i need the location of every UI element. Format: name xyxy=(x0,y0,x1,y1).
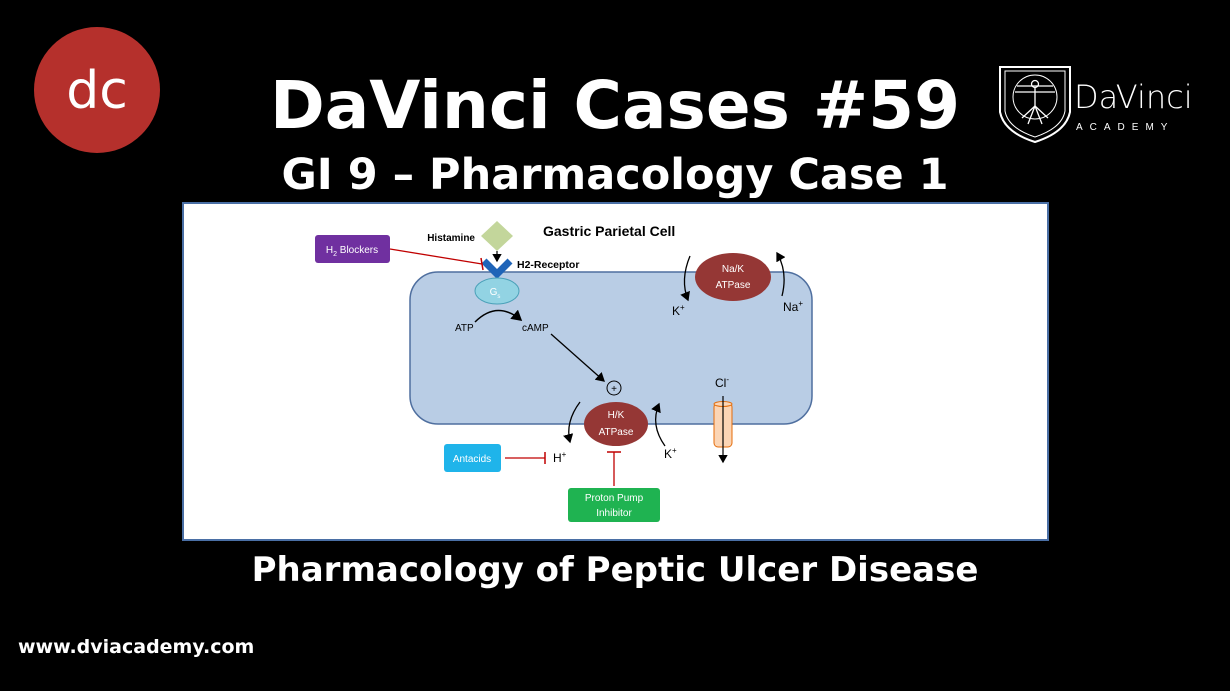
svg-text:H/K: H/K xyxy=(608,410,625,421)
h2-inhibit-line xyxy=(389,248,483,265)
logo-tagline: ACADEMY xyxy=(1076,122,1174,133)
badge-text: dc xyxy=(66,61,128,121)
svg-text:H2 Blockers: H2 Blockers xyxy=(326,245,378,258)
cl-label: Cl- xyxy=(715,375,729,390)
svg-text:Inhibitor: Inhibitor xyxy=(596,508,632,519)
page-subtitle: GI 9 – Pharmacology Case 1 xyxy=(281,150,948,200)
page-title: DaVinci Cases #59 xyxy=(270,67,960,144)
svg-text:Proton Pump: Proton Pump xyxy=(585,493,644,504)
k-hk-label: K+ xyxy=(664,446,677,461)
na-label: Na+ xyxy=(783,299,803,314)
h2-blockers-box: H2 Blockers xyxy=(315,235,390,263)
svg-text:Antacids: Antacids xyxy=(453,454,491,465)
camp-label: cAMP xyxy=(522,323,549,334)
nak-atpase xyxy=(695,253,771,301)
receptor-label: H2-Receptor xyxy=(517,259,579,271)
atp-label: ATP xyxy=(455,323,474,334)
dc-badge-logo: dc xyxy=(34,27,160,153)
davinci-academy-logo: DaVinci ACADEMY xyxy=(999,66,1193,144)
topic-caption: Pharmacology of Peptic Ulcer Disease xyxy=(252,550,979,590)
gs-protein xyxy=(474,277,520,305)
hk-atpase xyxy=(584,402,648,446)
histamine-diamond-icon xyxy=(481,221,513,251)
parietal-cell-diagram: Gastric Parietal Cell Histamine H2-Recep… xyxy=(182,202,1049,541)
svg-text:ATPase: ATPase xyxy=(716,280,751,291)
k-label: K+ xyxy=(672,303,685,318)
diagram-title: Gastric Parietal Cell xyxy=(543,223,675,239)
histamine-label: Histamine xyxy=(427,233,475,244)
ppi-box: Proton Pump Inhibitor xyxy=(568,488,660,522)
stimulate-plus: + xyxy=(611,384,617,395)
logo-name: DaVinci xyxy=(1074,78,1193,116)
svg-text:Gs: Gs xyxy=(490,287,501,300)
proton-label: H+ xyxy=(553,450,567,465)
vitruvian-man-icon xyxy=(1015,79,1055,125)
svg-text:ATPase: ATPase xyxy=(599,427,634,438)
website-link[interactable]: www.dviacademy.com xyxy=(18,636,254,658)
h2-receptor-icon xyxy=(481,258,513,279)
antacids-box: Antacids xyxy=(444,444,501,472)
svg-text:Na/K: Na/K xyxy=(722,264,745,275)
